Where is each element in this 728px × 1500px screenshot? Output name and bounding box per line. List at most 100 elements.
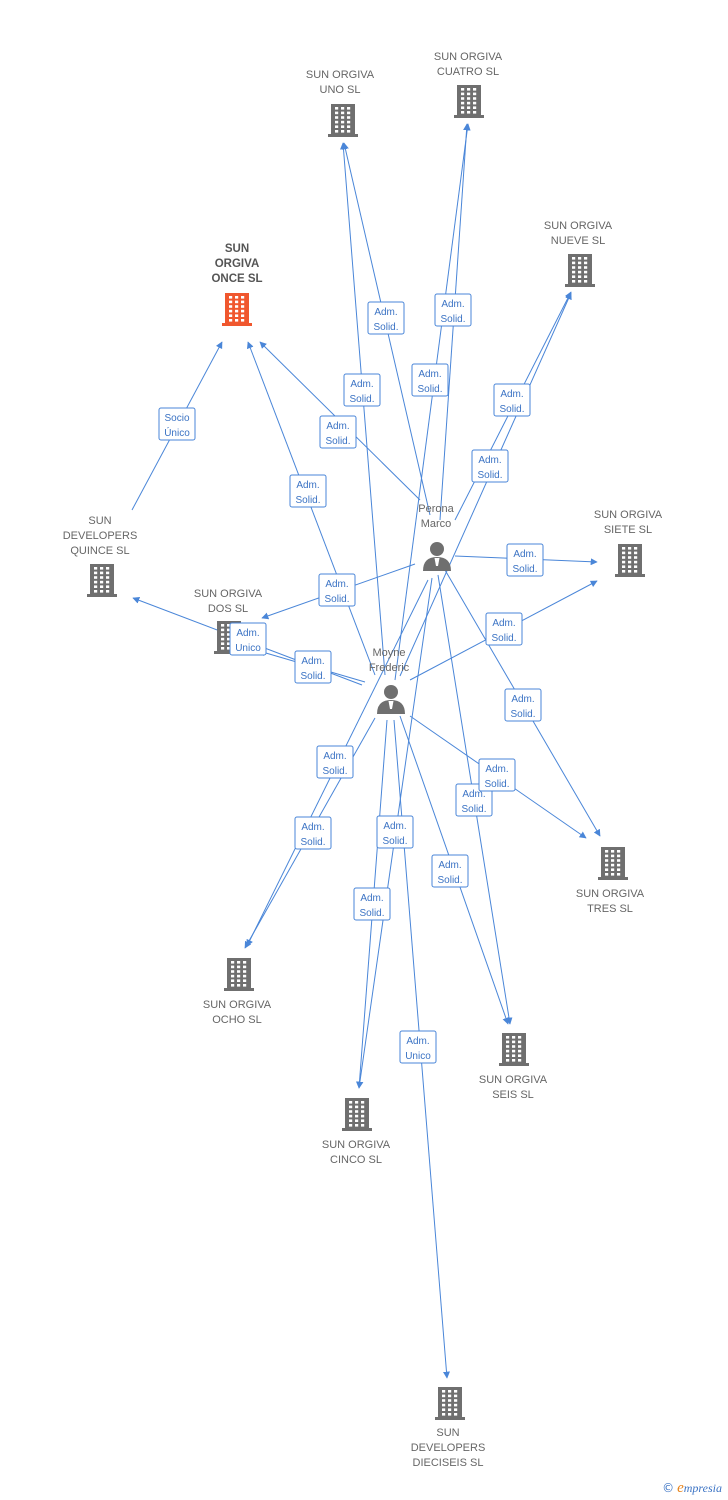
company-cinco-building-icon[interactable]	[342, 1098, 372, 1131]
node-label-line: DIECISEIS SL	[413, 1457, 484, 1469]
edge-label-moyne-to-ocho[interactable]: Adm. Solid.	[294, 816, 332, 850]
node-label-tres: SUN ORGIVA TRES SL	[576, 888, 645, 915]
edge-label-moyne-to-dieciseis[interactable]: Adm.Unico	[399, 1030, 437, 1064]
brand-logo-text: mpresia	[683, 1481, 722, 1495]
node-label-line: SUN ORGIVA	[194, 588, 263, 600]
node-label-line: OCHO SL	[212, 1014, 262, 1026]
edge-label-text: Solid.	[512, 564, 537, 575]
edge-label-box	[431, 854, 469, 888]
edge-label-text: Solid.	[461, 804, 486, 815]
edge-label-moyne-to-cuatro[interactable]: Adm.Solid.	[411, 363, 449, 397]
node-label-line: TRES SL	[587, 903, 633, 915]
company-once-building-icon[interactable]	[222, 293, 252, 326]
edge-label-box	[376, 815, 414, 849]
edge-label-text: Adm.	[485, 764, 508, 775]
edge-label-box	[158, 407, 196, 441]
company-siete-building-icon[interactable]	[615, 544, 645, 577]
node-label-line: Marco	[421, 518, 452, 530]
edge-label-perona-to-seis[interactable]: Adm. Solid.	[455, 783, 493, 817]
edge-label-text: Solid.	[437, 875, 462, 886]
edge-label-text: Solid.	[477, 470, 502, 481]
edge-label-moyne-to-nueve[interactable]: Adm. Solid.	[471, 449, 509, 483]
edge-label-box	[229, 622, 267, 656]
edge-label-text: Solid.	[300, 837, 325, 848]
edge-label-box	[294, 650, 332, 684]
edge-label-box	[316, 745, 354, 779]
edge-label-text: Solid.	[499, 404, 524, 415]
edge-label-text: Adm.	[296, 480, 319, 491]
node-label-line: Frederic	[369, 662, 410, 674]
edge-label-moyne-to-once[interactable]: Adm. Solid.	[289, 474, 327, 508]
edge-label-text: Adm.	[360, 893, 383, 904]
edge-label-moyne-to-uno[interactable]: Adm. Solid.	[343, 373, 381, 407]
node-label-line: SEIS SL	[492, 1089, 534, 1101]
edge-label-text: Unico	[405, 1051, 431, 1062]
edge-label-text: Adm.	[350, 379, 373, 390]
edge-label-text: Solid.	[295, 495, 320, 506]
edge-moyne-to-uno	[340, 142, 386, 676]
edge-label-box	[294, 816, 332, 850]
company-seis-building-icon[interactable]	[499, 1033, 529, 1066]
edge-label-moyne-to-tres[interactable]: Adm.Solid.	[478, 758, 516, 792]
brand-footer: ©empresia	[662, 1480, 722, 1497]
edge-label-perona-to-nueve[interactable]: Adm.Solid.	[493, 383, 531, 417]
copyright-icon: ©	[662, 1481, 675, 1495]
edge-label-moyne-to-siete[interactable]: Adm.Solid.	[485, 612, 523, 646]
edge-label-text: Adm.	[462, 789, 485, 800]
edge-label-text: Adm.	[301, 822, 324, 833]
node-label-line: DOS SL	[208, 603, 248, 615]
edge-label-text: Solid.	[373, 322, 398, 333]
edge-label-moyne-to-seis[interactable]: Adm.Solid.	[431, 854, 469, 888]
company-dieciseis-building-icon[interactable]	[435, 1387, 465, 1420]
edge-label-text: Adm.	[478, 455, 501, 466]
company-cuatro-building-icon[interactable]	[454, 85, 484, 118]
company-uno-building-icon[interactable]	[328, 104, 358, 137]
edge-label-perona-to-siete[interactable]: Adm.Solid.	[506, 543, 544, 577]
node-label-line: SUN	[225, 243, 249, 255]
company-ocho-building-icon[interactable]	[224, 958, 254, 991]
edge-label-text: Adm.	[383, 821, 406, 832]
edge-moyne-to-cuatro	[394, 123, 471, 681]
edge-label-text: Solid.	[349, 394, 374, 405]
edge-label-box	[289, 474, 327, 508]
edge-label-box	[506, 543, 544, 577]
node-label-line: SUN ORGIVA	[576, 888, 645, 900]
company-quince-building-icon[interactable]	[87, 564, 117, 597]
node-label-line: DEVELOPERS	[411, 1442, 486, 1454]
edge-label-box	[455, 783, 493, 817]
edge-label-text: Solid.	[325, 436, 350, 447]
edge-label-text: Solid.	[382, 836, 407, 847]
edge-label-perona-to-dos[interactable]: Adm.Solid.	[318, 573, 356, 607]
node-label-line: SUN ORGIVA	[434, 51, 503, 63]
company-nueve-building-icon[interactable]	[565, 254, 595, 287]
edge-label-perona-to-tres[interactable]: Adm.Solid.	[504, 688, 542, 722]
edge-label-text: Solid.	[510, 709, 535, 720]
edge-label-text: Solid.	[440, 314, 465, 325]
edge-label-text: Socio	[164, 413, 189, 424]
edge-label-perona-to-cuatro[interactable]: Adm.Solid.	[434, 293, 472, 327]
edge-label-box	[493, 383, 531, 417]
company-tres-building-icon[interactable]	[598, 847, 628, 880]
person-perona-icon[interactable]	[423, 542, 451, 571]
edge-label-moyne-to-cinco[interactable]: Adm.Solid.	[353, 887, 391, 921]
brand-logo-initial: e	[677, 1480, 684, 1496]
edge-label-perona-to-once[interactable]: Adm.Solid.	[319, 415, 357, 449]
node-label-line: SUN ORGIVA	[203, 999, 272, 1011]
edge-label-perona-to-cinco[interactable]: Adm. Solid.	[376, 815, 414, 849]
node-label-line: CINCO SL	[330, 1154, 382, 1166]
edge-label-moyne-to-dos[interactable]: Adm.Solid.	[294, 650, 332, 684]
edge-label-box	[411, 363, 449, 397]
edge-label-moyne-to-quince[interactable]: Adm.Unico	[229, 622, 267, 656]
edge-label-box	[319, 415, 357, 449]
edge-label-text: Adm.	[301, 656, 324, 667]
edge-label-perona-to-ocho[interactable]: Adm.Solid.	[316, 745, 354, 779]
node-label-ocho: SUN ORGIVA OCHO SL	[203, 999, 272, 1026]
person-moyne-icon[interactable]	[377, 685, 405, 714]
edge-label-box	[343, 373, 381, 407]
edge-label-perona-to-uno[interactable]: Adm.Solid.	[367, 301, 405, 335]
